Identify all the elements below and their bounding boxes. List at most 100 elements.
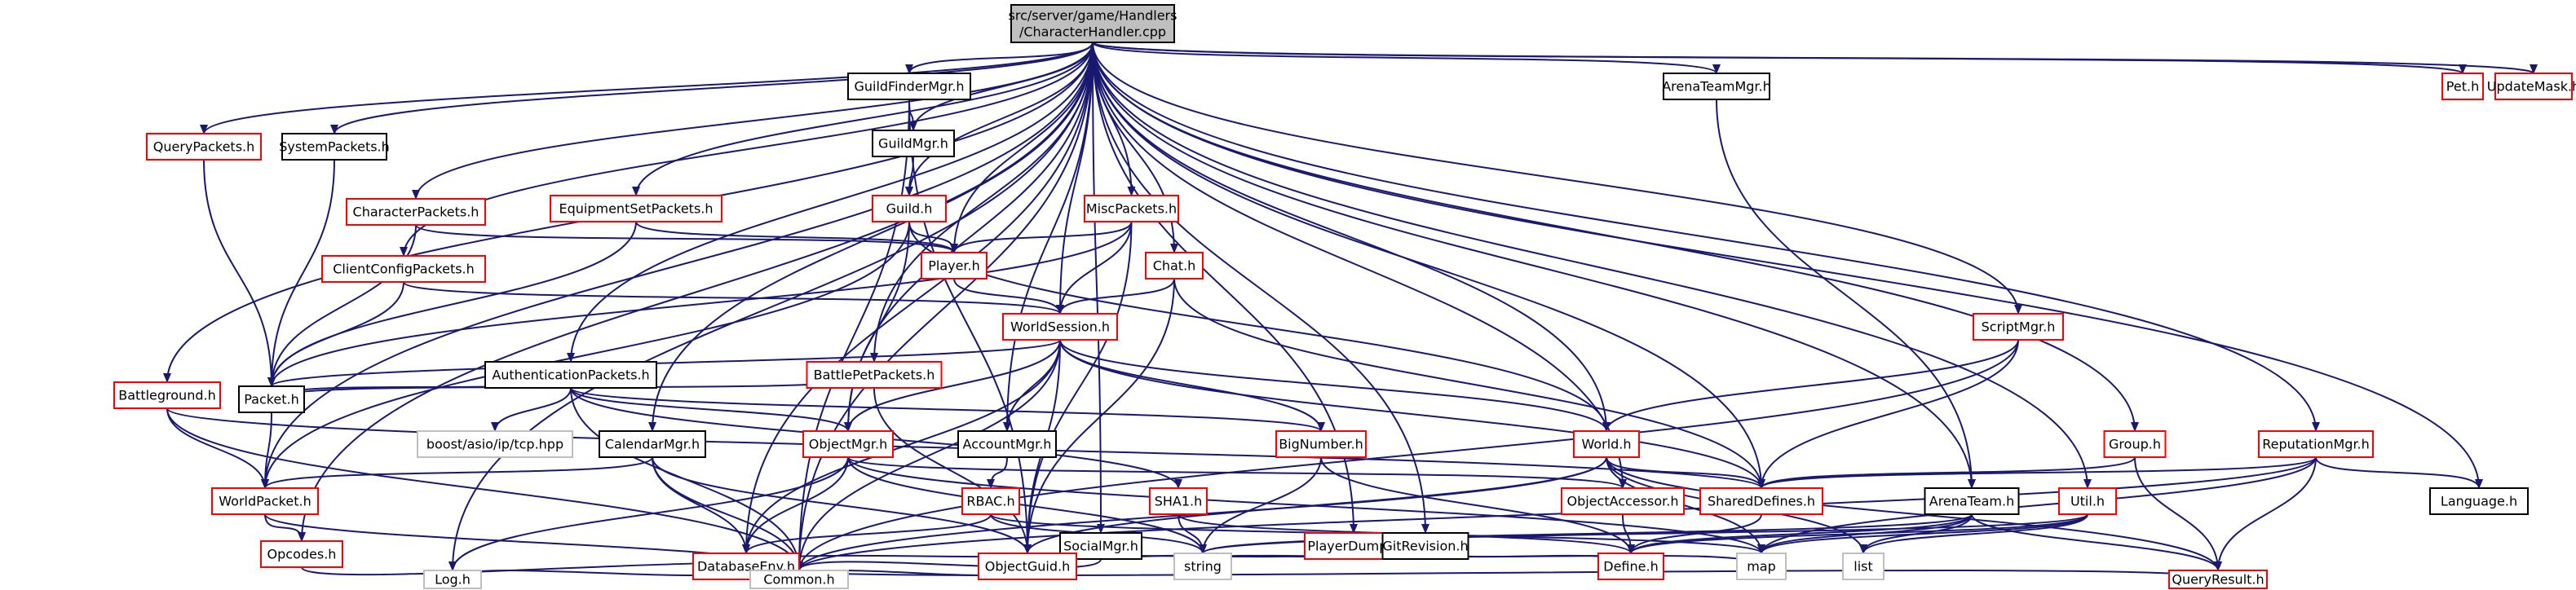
node-guild[interactable]: Guild.h: [872, 195, 947, 222]
node-map[interactable]: map: [1736, 553, 1787, 580]
edge-reputationmgr-to-queryresult: [2214, 456, 2317, 571]
node-box-battleground: [113, 381, 221, 409]
node-gitrevision[interactable]: GitRevision.h: [1381, 532, 1469, 560]
node-label-log: Log.h: [435, 572, 471, 588]
node-bignumber[interactable]: BigNumber.h: [1275, 430, 1367, 458]
edge-scriptmgr-to-shareddefines: [1757, 339, 2019, 489]
node-worldpacket[interactable]: WorldPacket.h: [211, 487, 319, 515]
edge-characterpackets-to-player: [415, 224, 958, 253]
node-guildfindermgr[interactable]: GuildFinderMgr.h: [847, 73, 971, 100]
edge-root-to-player: [950, 42, 1094, 253]
node-box-chat: [1145, 252, 1204, 280]
edge-root-to-opcodes: [298, 42, 1094, 542]
node-arenateammgr[interactable]: ArenaTeamMgr.h: [1662, 73, 1771, 100]
edge-root-to-util: [1092, 42, 2092, 489]
node-accountmgr[interactable]: AccountMgr.h: [957, 430, 1057, 458]
node-battlepetpackets[interactable]: BattlePetPackets.h: [806, 361, 943, 389]
node-log[interactable]: Log.h: [423, 570, 482, 589]
node-rbac[interactable]: RBAC.h: [961, 487, 1020, 515]
edge-calendarmgr-to-objectguid: [652, 456, 1032, 554]
node-group[interactable]: Group.h: [2103, 430, 2167, 458]
edge-root-to-authenticationpackets: [567, 42, 1094, 363]
node-language[interactable]: Language.h: [2429, 487, 2529, 515]
node-objectguid[interactable]: ObjectGuid.h: [978, 553, 1077, 580]
node-reputationmgr[interactable]: ReputationMgr.h: [2258, 430, 2374, 458]
node-updatemask[interactable]: UpdateMask.h: [2487, 73, 2576, 100]
node-label-worldpacket: WorldPacket.h: [219, 494, 311, 509]
node-root[interactable]: src/server/game/Handlers/CharacterHandle…: [1009, 4, 1178, 43]
node-packet[interactable]: Packet.h: [238, 385, 305, 413]
node-world[interactable]: World.h: [1573, 430, 1640, 458]
node-list[interactable]: list: [1842, 553, 1885, 580]
node-shareddefines[interactable]: SharedDefines.h: [1699, 487, 1823, 515]
node-battleground[interactable]: Battleground.h: [113, 381, 221, 409]
edge-root-to-arenateammgr: [1092, 42, 1721, 74]
node-player[interactable]: Player.h: [921, 252, 988, 280]
node-queryresult[interactable]: QueryResult.h: [2168, 570, 2268, 589]
node-box-player: [921, 252, 988, 280]
edge-root-to-common: [795, 42, 1094, 571]
node-label-arenateam: ArenaTeam.h: [1929, 494, 2014, 509]
node-label-updatemask: UpdateMask.h: [2487, 79, 2576, 95]
edge-chat-to-shareddefines: [1173, 278, 1765, 489]
node-label-scriptmgr: ScriptMgr.h: [1982, 319, 2056, 335]
node-systempackets[interactable]: SystemPackets.h: [279, 133, 390, 161]
node-worldsession[interactable]: WorldSession.h: [1002, 313, 1118, 341]
node-objectmgr[interactable]: ObjectMgr.h: [802, 430, 894, 458]
node-querypackets[interactable]: QueryPackets.h: [146, 133, 262, 161]
node-label-root: src/server/game/Handlers: [1009, 8, 1178, 24]
node-label-gitrevision: GitRevision.h: [1382, 539, 1468, 554]
node-label-objectmgr: ObjectMgr.h: [809, 437, 887, 452]
node-box-define: [1597, 553, 1664, 580]
node-box-common: [749, 570, 849, 589]
node-label-guild: Guild.h: [886, 201, 933, 217]
edge-clientconfigpackets-to-worldsession: [403, 281, 1064, 315]
node-label-packet: Packet.h: [244, 392, 299, 407]
edge-root-to-equipmentsetpackets: [632, 42, 1094, 196]
node-label-bignumber: BigNumber.h: [1279, 437, 1363, 452]
node-clientconfigpackets[interactable]: ClientConfigPackets.h: [321, 255, 486, 283]
edge-systempackets-to-packet: [267, 159, 335, 387]
edge-miscpackets-to-worldsession: [1056, 221, 1133, 315]
node-miscpackets[interactable]: MiscPackets.h: [1084, 195, 1179, 222]
edge-battleground-to-common: [166, 407, 803, 571]
node-characterpackets[interactable]: CharacterPackets.h: [346, 198, 486, 226]
node-box-language: [2429, 487, 2529, 515]
node-guildmgr[interactable]: GuildMgr.h: [872, 130, 955, 157]
node-sha1[interactable]: SHA1.h: [1149, 487, 1208, 515]
edge-arenateammgr-to-arenateam: [1716, 99, 1976, 489]
edge-chat-to-objectguid: [1023, 278, 1175, 554]
node-box-packet: [238, 385, 305, 413]
node-label-world: World.h: [1581, 437, 1631, 452]
node-box-sha1: [1149, 487, 1208, 515]
node-boostasio[interactable]: boost/asio/ip/tcp.hpp: [417, 430, 573, 458]
node-label-querypackets: QueryPackets.h: [153, 139, 255, 155]
node-box-queryresult: [2168, 570, 2268, 589]
node-objectaccessor[interactable]: ObjectAccessor.h: [1561, 487, 1685, 515]
edge-arenateam-to-queryresult: [1971, 513, 2222, 571]
node-box-root: [1010, 4, 1175, 43]
node-box-clientconfigpackets: [321, 255, 486, 283]
node-box-util: [2058, 487, 2117, 515]
node-define[interactable]: Define.h: [1597, 553, 1664, 580]
node-string[interactable]: string: [1173, 553, 1232, 580]
node-common[interactable]: Common.h: [749, 570, 849, 589]
node-authenticationpackets[interactable]: AuthenticationPackets.h: [484, 361, 657, 389]
node-calendarmgr[interactable]: CalendarMgr.h: [599, 430, 706, 458]
node-opcodes[interactable]: Opcodes.h: [260, 540, 343, 568]
node-equipmentsetpackets[interactable]: EquipmentSetPackets.h: [550, 195, 722, 222]
edge-objectmgr-to-map: [847, 456, 1765, 554]
node-chat[interactable]: Chat.h: [1145, 252, 1204, 280]
node-arenateam[interactable]: ArenaTeam.h: [1924, 487, 2020, 515]
edge-root-to-language: [1092, 42, 2483, 489]
node-label-systempackets: SystemPackets.h: [279, 139, 390, 155]
node-box-world: [1573, 430, 1640, 458]
edge-chat-to-worldsession: [1056, 278, 1175, 315]
edge-objectmgr-to-objectaccessor: [847, 456, 1627, 489]
node-pet[interactable]: Pet.h: [2441, 73, 2484, 100]
node-label-authenticationpackets: AuthenticationPackets.h: [492, 368, 649, 383]
node-label-arenateammgr: ArenaTeamMgr.h: [1662, 79, 1771, 95]
node-util[interactable]: Util.h: [2058, 487, 2117, 515]
node-scriptmgr[interactable]: ScriptMgr.h: [1973, 313, 2064, 341]
